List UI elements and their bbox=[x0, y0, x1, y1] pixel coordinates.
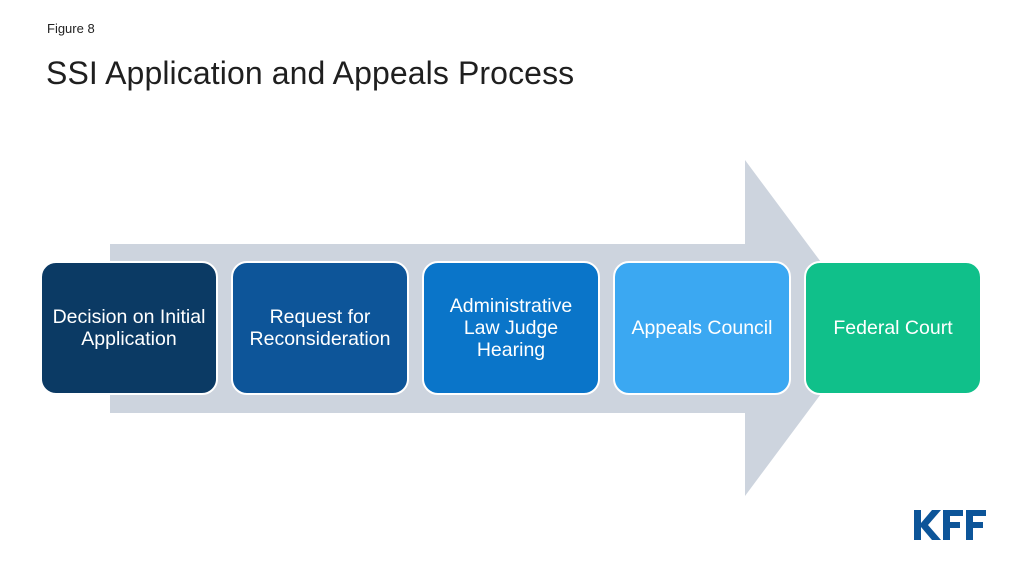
step-administrative-law-judge-hearing: Administrative Law Judge Hearing bbox=[422, 261, 600, 395]
kff-logo bbox=[914, 510, 986, 540]
step-label: Administrative Law Judge Hearing bbox=[449, 295, 573, 361]
step-label: Request for Reconsideration bbox=[249, 306, 391, 350]
step-decision-on-initial-application: Decision on Initial Application bbox=[40, 261, 218, 395]
step-label: Decision on Initial Application bbox=[52, 306, 206, 350]
step-appeals-council: Appeals Council bbox=[613, 261, 791, 395]
page-title: SSI Application and Appeals Process bbox=[46, 55, 575, 91]
step-label: Federal Court bbox=[833, 317, 953, 339]
step-request-for-reconsideration: Request for Reconsideration bbox=[231, 261, 409, 395]
kff-logo-mark bbox=[914, 510, 986, 540]
step-label: Appeals Council bbox=[631, 317, 773, 339]
step-federal-court: Federal Court bbox=[804, 261, 982, 395]
figure-label: Figure 8 bbox=[47, 21, 95, 36]
